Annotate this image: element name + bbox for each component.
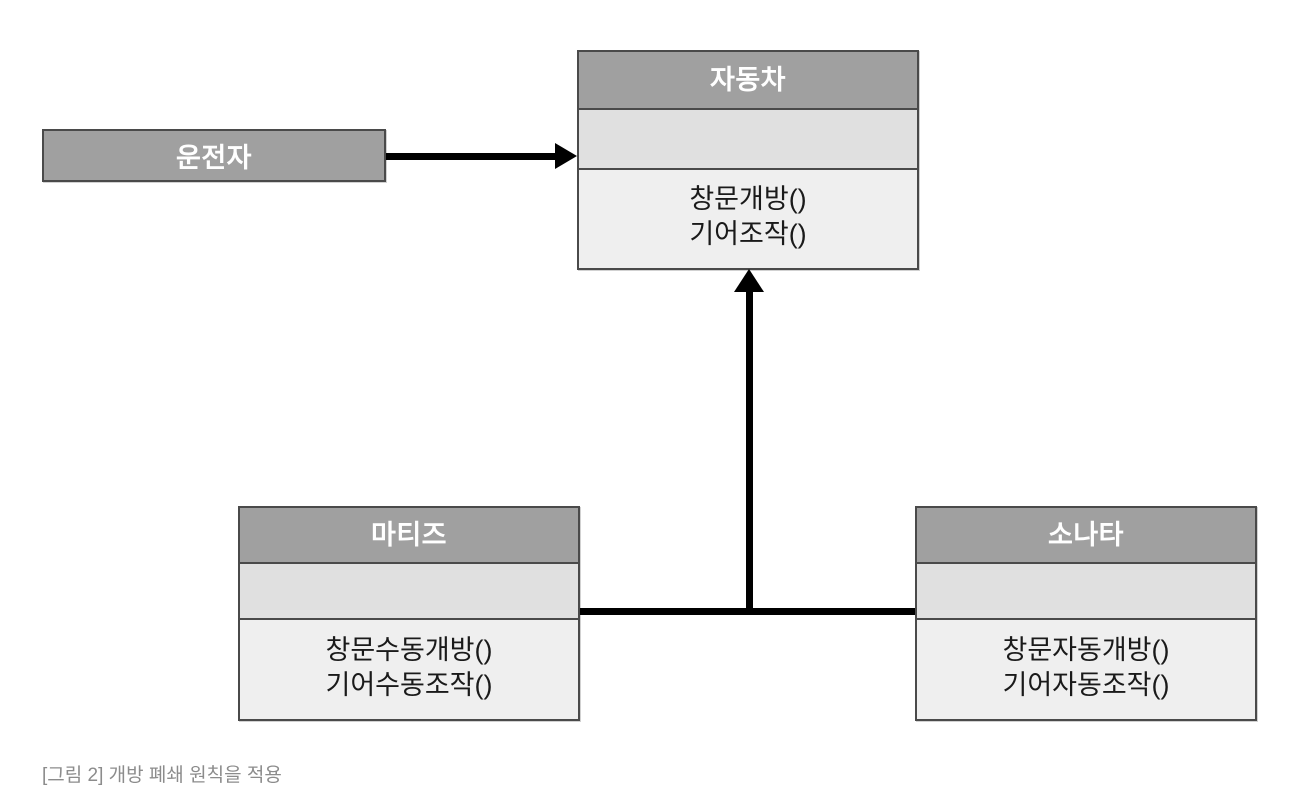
class-methods-car: 창문개방() 기어조작() — [579, 170, 917, 268]
class-attributes-sonata — [917, 564, 1255, 620]
class-methods-sonata: 창문자동개방() 기어자동조작() — [917, 620, 1255, 719]
arrowhead-generalization-icon — [734, 269, 764, 292]
class-box-car[interactable]: 자동차 창문개방() 기어조작() — [577, 50, 919, 270]
class-attributes-matiz — [240, 564, 578, 620]
method-item: 창문자동개방() — [1002, 634, 1170, 665]
connector-driver-to-car-line — [386, 153, 558, 160]
class-attributes-car — [579, 110, 917, 170]
method-item: 기어조작() — [689, 219, 807, 249]
class-box-driver[interactable]: 운전자 — [42, 129, 386, 182]
class-methods-matiz: 창문수동개방() 기어수동조작() — [240, 620, 578, 719]
arrowhead-driver-to-car-icon — [555, 143, 577, 169]
class-box-sonata[interactable]: 소나타 창문자동개방() 기어자동조작() — [915, 506, 1257, 721]
method-item: 기어수동조작() — [325, 669, 493, 700]
class-title-matiz: 마티즈 — [240, 508, 578, 564]
class-title-driver: 운전자 — [175, 143, 253, 173]
method-item: 창문개방() — [689, 184, 807, 215]
figure-caption: [그림 2] 개방 폐쇄 원칙을 적용 — [42, 765, 282, 786]
connector-generalization-riser — [746, 290, 753, 610]
class-box-matiz[interactable]: 마티즈 창문수동개방() 기어수동조작() — [238, 506, 580, 721]
method-item: 창문수동개방() — [325, 634, 493, 665]
class-title-sonata: 소나타 — [917, 508, 1255, 564]
method-item: 기어자동조작() — [1002, 669, 1170, 700]
connector-subclass-rail — [580, 608, 915, 615]
class-title-car: 자동차 — [579, 52, 917, 110]
